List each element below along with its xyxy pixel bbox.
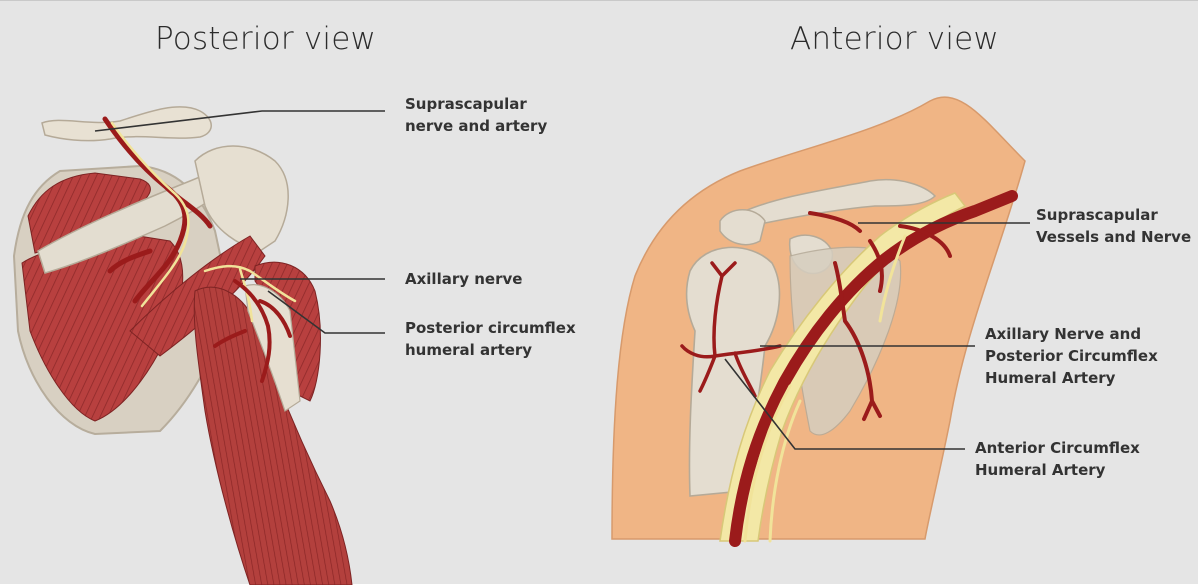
posterior-illustration (14, 107, 385, 585)
label-suprascapular-nerve-artery: Suprascapular nerve and artery (405, 93, 547, 137)
posterior-view-title: Posterior view (155, 21, 376, 57)
anterior-illustration (612, 97, 1030, 541)
label-suprascapular-vessels-nerve: Suprascapular Vessels and Nerve (1036, 204, 1191, 248)
anterior-view-title: Anterior view (790, 21, 999, 57)
label-posterior-circumflex: Posterior circumflex humeral artery (405, 317, 576, 361)
label-axillary-nerve-posterior-circumflex: Axillary Nerve and Posterior Circumflex … (985, 323, 1158, 389)
clavicle-bone (42, 107, 211, 141)
label-axillary-nerve: Axillary nerve (405, 268, 522, 290)
label-anterior-circumflex: Anterior Circumflex Humeral Artery (975, 437, 1140, 481)
